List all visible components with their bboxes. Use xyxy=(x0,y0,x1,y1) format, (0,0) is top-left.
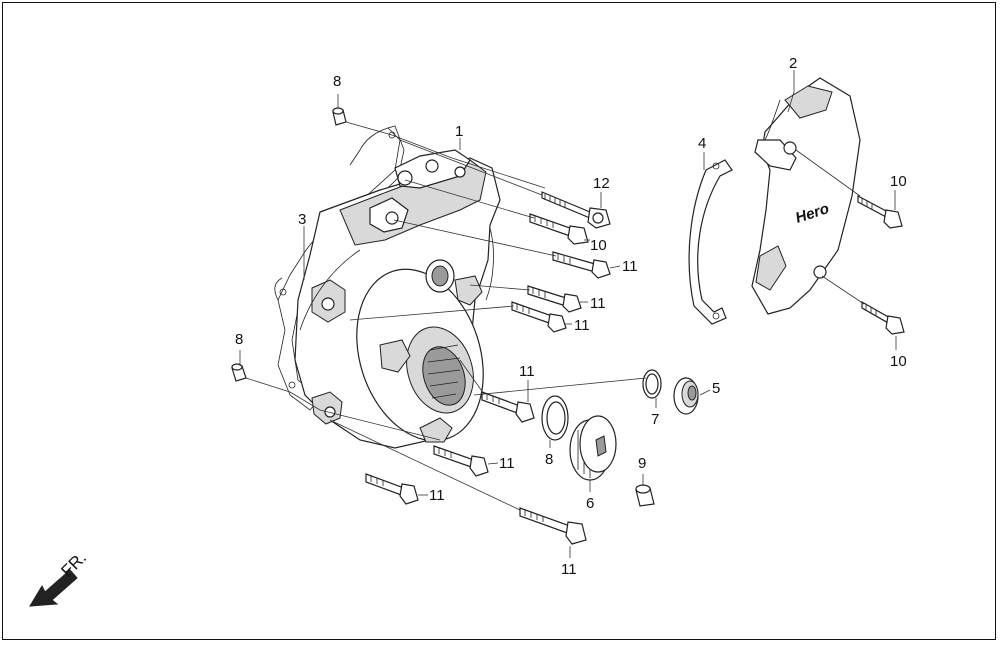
callout-8-right: 8 xyxy=(545,451,553,468)
left-crankcase-cover-part-1 xyxy=(294,149,501,449)
cap-part-5 xyxy=(673,377,699,415)
callout-11-a: 11 xyxy=(622,258,638,275)
callout-8-left: 8 xyxy=(235,331,243,348)
bracket-part-4 xyxy=(688,159,733,325)
bolt-part-10-left xyxy=(529,213,589,245)
bolt-part-11-g xyxy=(519,507,587,545)
front-direction-label: FR. xyxy=(57,548,90,581)
callout-labels: 8 1 12 10 11 11 11 3 8 11 7 5 8 6 9 11 1… xyxy=(235,55,907,578)
callout-11-g: 11 xyxy=(561,561,577,578)
callout-5: 5 xyxy=(712,380,720,397)
callout-10-left: 10 xyxy=(590,237,607,254)
callout-3: 3 xyxy=(298,211,306,228)
callout-6: 6 xyxy=(586,495,594,512)
bolt-part-11-c xyxy=(511,301,567,333)
bolt-part-11-b xyxy=(527,285,582,313)
callout-1: 1 xyxy=(455,123,463,140)
bolt-part-10-lower-right xyxy=(861,300,905,335)
dowel-pin-part-8-top xyxy=(332,107,347,126)
callout-10-lower-right: 10 xyxy=(890,353,907,370)
callout-11-e: 11 xyxy=(499,455,515,472)
bolt-part-11-e xyxy=(433,445,489,477)
sprocket-cover-part-2: Hero xyxy=(751,77,861,315)
callout-2: 2 xyxy=(789,55,797,72)
arrow-down-left-icon xyxy=(29,569,78,607)
callout-12: 12 xyxy=(593,175,610,192)
o-ring-part-8 xyxy=(541,395,569,441)
callout-10-upper-right: 10 xyxy=(890,173,907,190)
bolt-part-11-f xyxy=(365,473,419,505)
callout-11-b: 11 xyxy=(590,295,606,312)
o-ring-part-7 xyxy=(642,369,662,399)
bolt-part-10-upper-right xyxy=(857,195,903,229)
plug-part-6 xyxy=(569,415,617,481)
front-direction-indicator: FR. xyxy=(29,548,90,607)
callout-11-d: 11 xyxy=(519,363,535,380)
leader-lines xyxy=(239,70,897,558)
bolt-part-12 xyxy=(541,191,611,229)
callout-11-f: 11 xyxy=(429,487,445,504)
dowel-pin-part-8-left xyxy=(231,363,247,382)
bolt-part-11-a xyxy=(552,251,611,279)
callout-7: 7 xyxy=(651,411,659,428)
callout-11-c: 11 xyxy=(574,317,590,334)
callout-9: 9 xyxy=(638,455,646,472)
bolt-part-11-d xyxy=(481,391,535,423)
callout-4: 4 xyxy=(698,135,706,152)
collar-part-9 xyxy=(635,484,655,507)
callout-8-top: 8 xyxy=(333,73,341,90)
